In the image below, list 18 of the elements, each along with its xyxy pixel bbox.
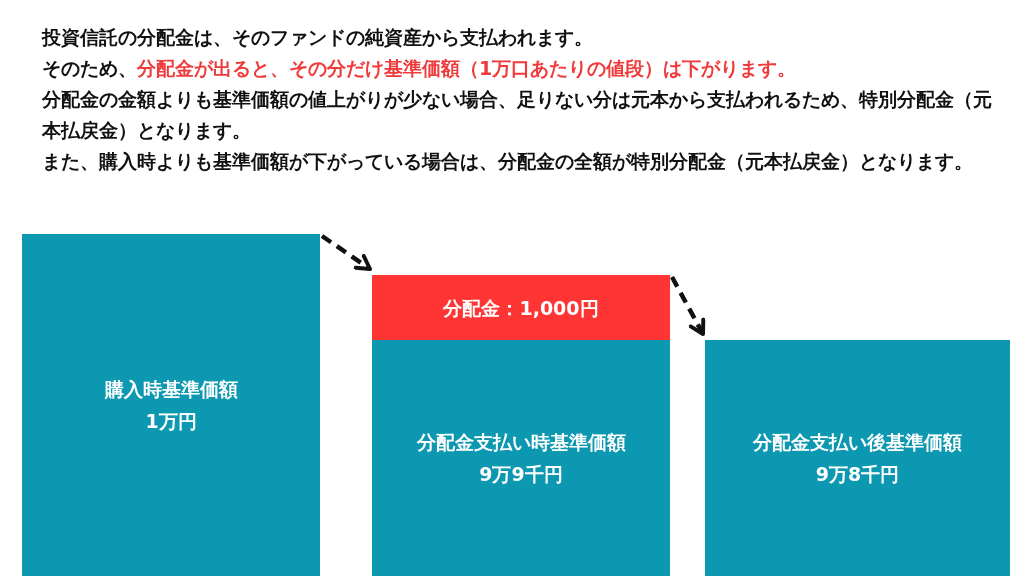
bar-label: 分配金支払い時基準価額 xyxy=(416,430,626,455)
price-bar xyxy=(705,340,1010,576)
dividend-bar xyxy=(372,275,670,340)
price-bar xyxy=(22,234,320,576)
bar-label: 9万9千円 xyxy=(479,462,563,487)
paragraph-text: 分配金が出ると、その分だけ基準価額（1万口あたりの値段）は下がります。 xyxy=(137,57,797,79)
arrow xyxy=(320,234,372,271)
paragraph-text: そのため、 xyxy=(42,57,137,79)
bar-label: 購入時基準価額 xyxy=(104,377,238,402)
paragraph-text: 投資信託の分配金は、そのファンドの純資産から支払われます。 xyxy=(42,26,593,48)
bar-label: 1万円 xyxy=(145,409,197,434)
arrow xyxy=(670,275,706,336)
paragraph-text: また、購入時よりも基準価額が下がっている場合は、分配金の全額が特別分配金（元本払戻金）となります。 xyxy=(42,150,973,172)
bar-label: 9万8千円 xyxy=(815,462,900,487)
bar-label: 分配金：1,000円 xyxy=(443,295,599,321)
bar-label: 分配金支払い後基準価額 xyxy=(753,430,962,455)
price-bar xyxy=(372,340,670,576)
paragraph-text: 分配金の金額よりも基準価額の値上がりが少ない場合、足りない分は元本から支払われるため、特別分配金（元本払戻金）となります。 xyxy=(42,88,992,141)
